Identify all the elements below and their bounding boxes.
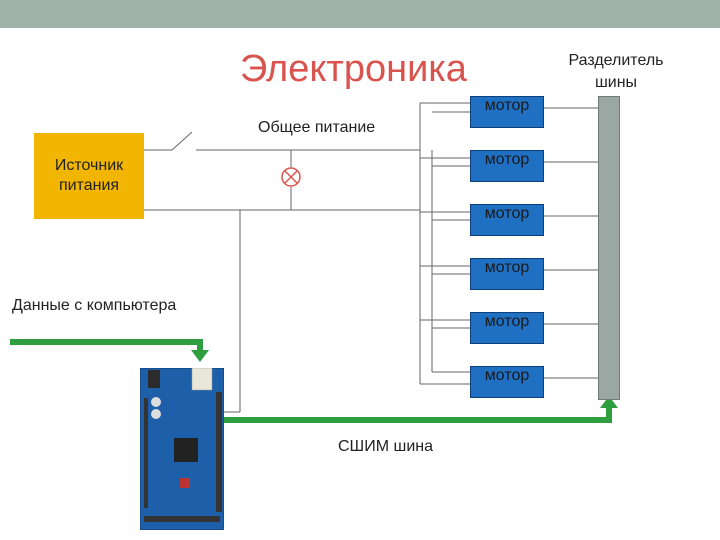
arduino-board-icon xyxy=(140,368,224,530)
pc-data-arrow-icon xyxy=(191,350,209,362)
motor-1: мотор xyxy=(470,96,544,128)
motor-3: мотор xyxy=(470,204,544,236)
bus-splitter-label-line2: шины xyxy=(594,74,638,91)
top-bar xyxy=(0,0,720,28)
switch-blade xyxy=(171,131,193,151)
power-source-box: Источник питания xyxy=(34,133,144,219)
bus-splitter-label: Разделитель шины xyxy=(556,50,676,94)
bus-label: СШИМ шина xyxy=(338,438,433,455)
power-source-label-line2: питания xyxy=(58,177,120,194)
motor-6: мотор xyxy=(470,366,544,398)
pc-data-label: Данные с компьютера xyxy=(12,297,177,314)
motor-2: мотор xyxy=(470,150,544,182)
motor-4: мотор xyxy=(470,258,544,290)
bus-splitter-label-line1: Разделитель xyxy=(568,52,664,69)
bus-splitter xyxy=(598,96,620,400)
page-title: Электроника xyxy=(240,48,467,90)
motor-5: мотор xyxy=(470,312,544,344)
power-source-label-line1: Источник xyxy=(54,157,124,174)
general-power-label: Общее питание xyxy=(258,119,376,136)
bus-arrow-icon xyxy=(600,396,618,408)
pc-data-line xyxy=(10,339,203,352)
bus-line xyxy=(224,406,612,423)
